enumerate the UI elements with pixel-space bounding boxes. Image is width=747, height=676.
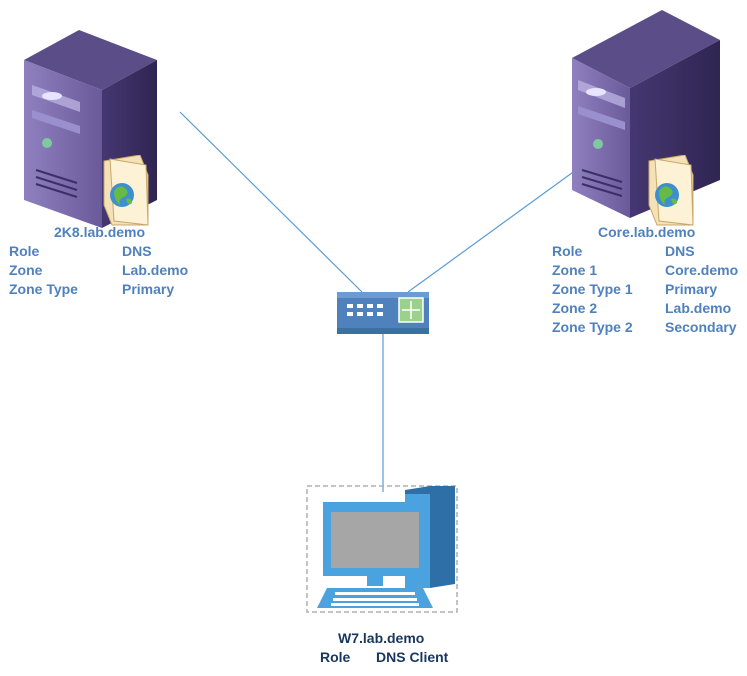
- property-key: Role: [9, 243, 40, 259]
- property-row: Zone 1 Core.demo: [552, 261, 747, 280]
- dns-folder-icon: [648, 155, 694, 226]
- network-switch-icon[interactable]: [333, 288, 433, 336]
- property-value: Secondary: [665, 319, 737, 335]
- link-core-to-switch: [407, 169, 577, 293]
- server-name: 2K8.lab.demo: [54, 224, 146, 240]
- property-row: Zone Type 1 Primary: [552, 280, 747, 299]
- property-key: Zone Type 1: [552, 281, 633, 297]
- property-key: Zone Type: [9, 281, 78, 297]
- property-key: Zone: [9, 262, 43, 278]
- property-row: Zone 2 Lab.demo: [552, 299, 747, 318]
- client-name: W7.lab.demo: [338, 630, 425, 646]
- property-row: Role DNS Client: [320, 648, 480, 667]
- property-key: Zone 1: [552, 262, 598, 278]
- property-key: Zone 2: [552, 300, 598, 316]
- property-row: Zone Type 2 Secondary: [552, 318, 747, 337]
- property-value: Core.demo: [665, 262, 739, 278]
- server-properties: Role DNS Zone 1 Core.demo Zone Type 1 Prima…: [552, 242, 747, 337]
- property-row: Role DNS: [9, 242, 209, 261]
- property-key: Role: [320, 649, 351, 665]
- property-key: Role: [552, 243, 583, 259]
- pc-icon[interactable]: [305, 484, 463, 616]
- property-value: Lab.demo: [665, 300, 732, 316]
- link-2k8-to-switch: [179, 111, 363, 293]
- property-value: DNS: [665, 243, 695, 259]
- client-properties: Role DNS Client: [320, 648, 480, 667]
- property-value: DNS Client: [376, 649, 449, 665]
- property-key: Zone Type 2: [552, 319, 633, 335]
- property-value: DNS: [122, 243, 152, 259]
- property-value: Primary: [122, 281, 175, 297]
- dns-folder-icon: [103, 155, 149, 226]
- property-row: Role DNS: [552, 242, 747, 261]
- server-name: Core.lab.demo: [598, 224, 696, 240]
- property-value: Primary: [665, 281, 718, 297]
- property-row: Zone Lab.demo: [9, 261, 209, 280]
- property-row: Zone Type Primary: [9, 280, 209, 299]
- server-properties: Role DNS Zone Lab.demo Zone Type Primary: [9, 242, 209, 299]
- property-value: Lab.demo: [122, 262, 189, 278]
